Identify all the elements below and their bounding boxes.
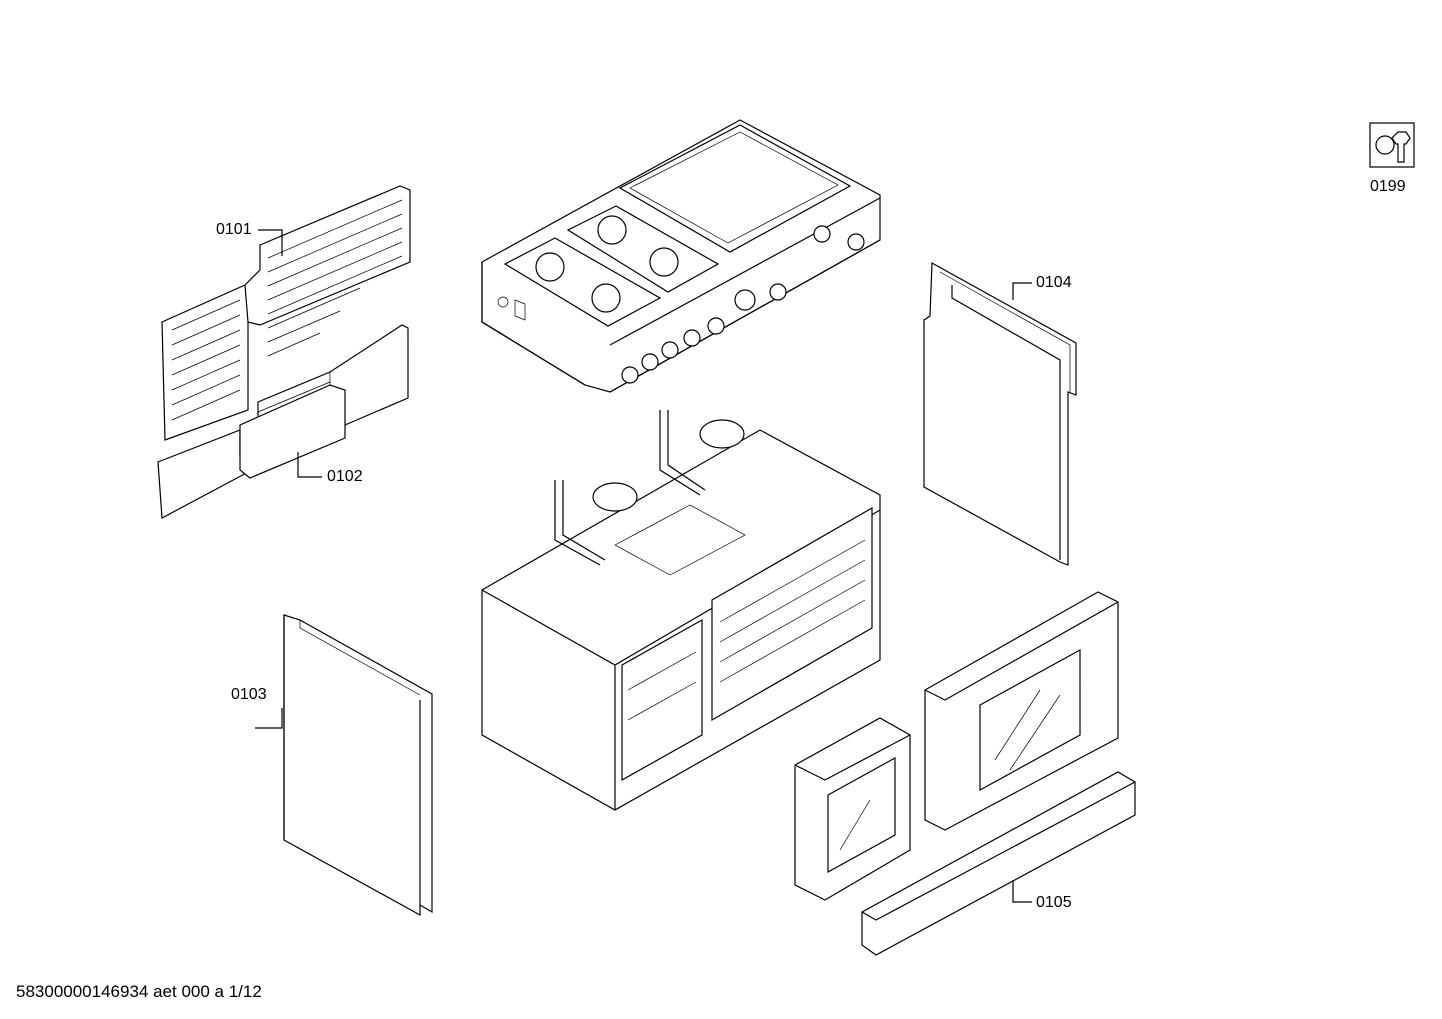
control-knobs bbox=[621, 225, 865, 384]
part-label-0199: 0199 bbox=[1370, 178, 1406, 195]
door-assembly-part bbox=[794, 591, 1136, 956]
oven-body-assembly bbox=[481, 410, 881, 811]
cooktop-assembly bbox=[481, 119, 881, 393]
side-panel-left-part bbox=[283, 614, 433, 917]
leader-lines bbox=[255, 229, 1032, 903]
oven-racks-large bbox=[719, 539, 866, 683]
fan-motor-icons bbox=[592, 419, 745, 512]
rear-panel-part bbox=[161, 185, 411, 441]
oven-racks-small bbox=[627, 651, 697, 721]
lower-rear-cover-part bbox=[157, 324, 409, 519]
part-label-0103: 0103 bbox=[231, 686, 267, 703]
part-label-0104: 0104 bbox=[1036, 274, 1072, 291]
part-label-0101: 0101 bbox=[216, 221, 252, 238]
part-label-0105: 0105 bbox=[1036, 894, 1072, 911]
burner-icons bbox=[535, 215, 679, 313]
side-panel-right-part bbox=[923, 262, 1077, 566]
service-wrench-icon bbox=[1369, 122, 1415, 168]
part-label-0102: 0102 bbox=[327, 468, 363, 485]
document-code: 58300000146934 aet 000 a 1/12 bbox=[16, 982, 262, 1001]
